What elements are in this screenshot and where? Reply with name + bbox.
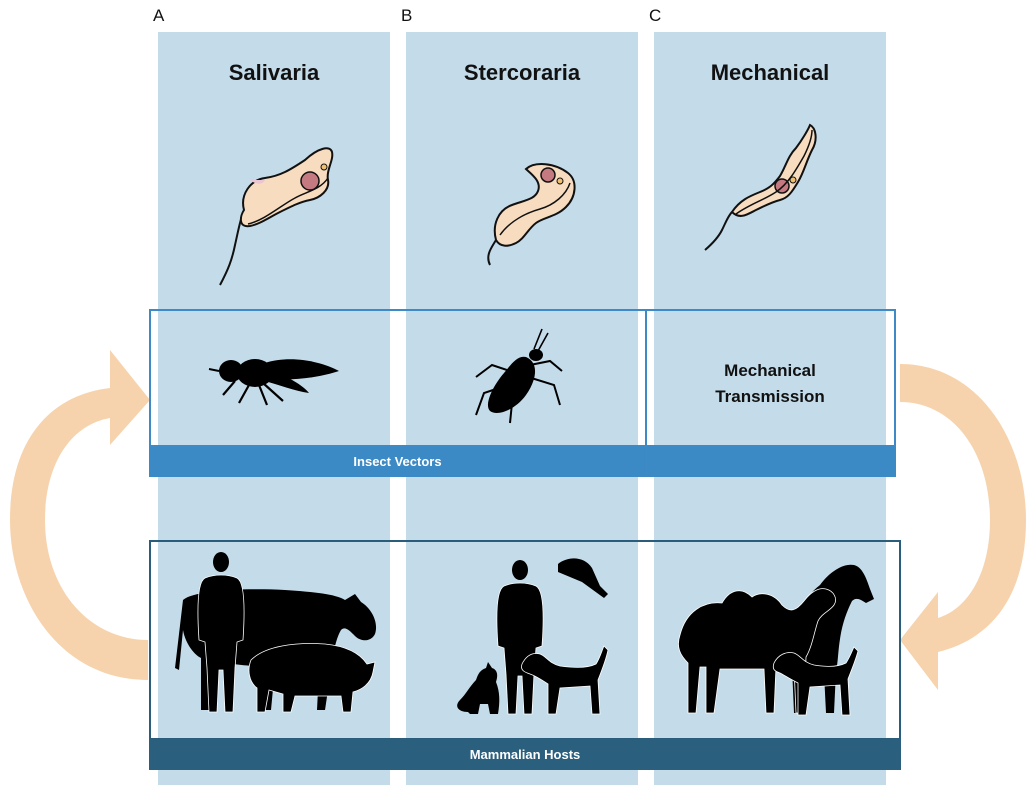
triatomine-bug-icon bbox=[470, 325, 575, 430]
panel-letter-a: A bbox=[153, 6, 164, 26]
title-salivaria: Salivaria bbox=[158, 60, 390, 86]
mechanical-trypanosome-icon bbox=[700, 120, 840, 255]
title-stercoraria: Stercoraria bbox=[406, 60, 638, 86]
stercoraria-trypanosome-icon bbox=[480, 155, 590, 270]
cycle-arrow-left-icon bbox=[0, 340, 150, 690]
armadillo-icon bbox=[558, 558, 608, 598]
mechanical-transmission-line2: Transmission bbox=[654, 384, 886, 410]
mechanical-transmission-line1: Mechanical bbox=[654, 358, 886, 384]
mammalian-hosts-label: Mammalian Hosts bbox=[149, 739, 901, 770]
panel-letter-c: C bbox=[649, 6, 661, 26]
panel-letter-b: B bbox=[401, 6, 412, 26]
cat-icon bbox=[457, 662, 499, 714]
salivaria-hosts-group bbox=[175, 550, 385, 720]
human-icon bbox=[497, 560, 543, 714]
dog-icon bbox=[521, 646, 608, 714]
cycle-arrow-right-icon bbox=[898, 360, 1030, 700]
mechanical-hosts-group bbox=[670, 555, 880, 720]
title-mechanical: Mechanical bbox=[654, 60, 886, 86]
tsetse-fly-icon bbox=[205, 345, 345, 410]
stercoraria-hosts-group bbox=[450, 550, 615, 720]
salivaria-trypanosome-icon bbox=[210, 140, 340, 290]
mechanical-vector-bar bbox=[647, 447, 896, 477]
mechanical-transmission-label: Mechanical Transmission bbox=[654, 358, 886, 410]
insect-vectors-label: Insect Vectors bbox=[149, 447, 646, 477]
